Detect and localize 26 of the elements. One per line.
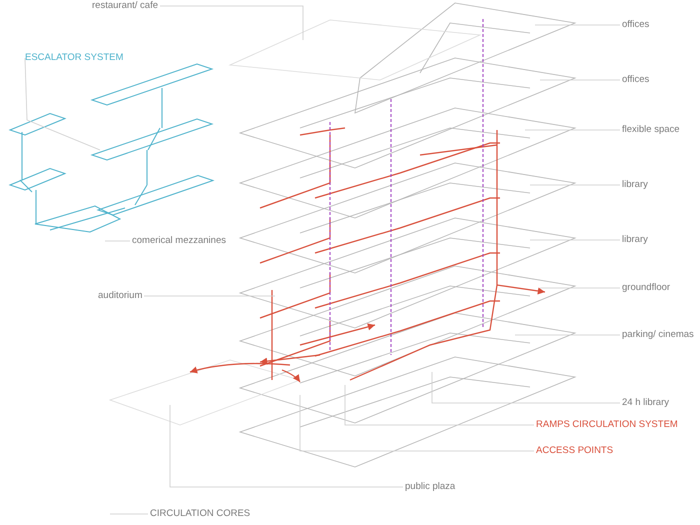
floor-label: auditorium: [98, 290, 142, 302]
floor-label: 24 h library: [622, 397, 669, 409]
section-heading: ESCALATOR SYSTEM: [25, 52, 124, 64]
floor-label: offices: [622, 19, 650, 31]
leader-line: [534, 24, 620, 26]
leader-line: [104, 240, 130, 242]
floor-label: public plaza: [405, 481, 456, 493]
floor-label: restaurant/ cafe: [92, 0, 158, 12]
floor-label: groundfloor: [622, 282, 670, 294]
leader-line: [24, 58, 100, 150]
floor-label: library: [622, 179, 648, 191]
leader-line: [160, 6, 304, 40]
leader-line: [514, 334, 620, 336]
legend-heading: RAMPS CIRCULATION SYSTEM: [536, 419, 678, 431]
leader-line: [432, 372, 620, 404]
floor-label: offices: [622, 74, 650, 86]
leader-line: [344, 384, 534, 426]
leader-line: [170, 404, 404, 488]
leader-line: [530, 184, 620, 186]
legend-heading: ACCESS POINTS: [536, 445, 614, 457]
floor-label: flexible space: [622, 124, 680, 136]
floor-label: parking/ cinemas: [622, 329, 694, 341]
leader-line: [300, 394, 534, 452]
floor-label: library: [622, 234, 648, 246]
legend-heading: CIRCULATION CORES: [150, 508, 250, 520]
floor-label: comerical mezzanines: [132, 235, 226, 247]
